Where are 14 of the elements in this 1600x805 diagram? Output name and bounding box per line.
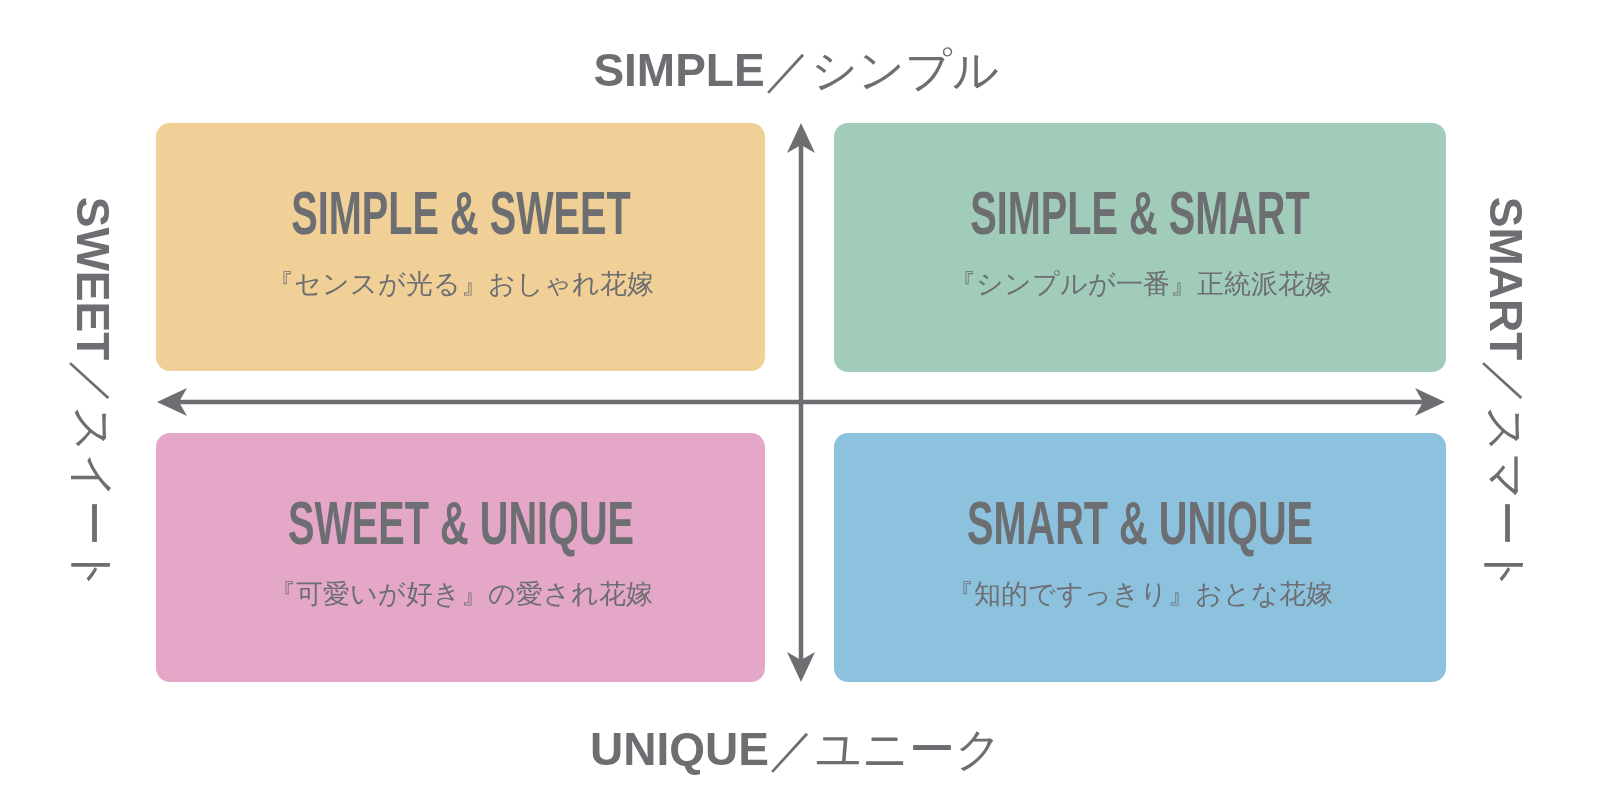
quadrant-box [156, 433, 765, 682]
quadrant-subtitle: 『シンプルが一番』正統派花嫁 [948, 267, 1332, 301]
quadrant-subtitle: 『センスが光る』おしゃれ花嫁 [267, 267, 654, 301]
quadrant-title: SIMPLE & SWEET [290, 182, 631, 244]
axis-label: SWEET／スイート [67, 196, 119, 594]
quadrant-subtitle: 『可愛いが好き』の愛され花嫁 [268, 577, 653, 611]
axis-label: SMART／スマート [1480, 196, 1532, 594]
quadrant-box [156, 123, 765, 371]
quadrant-title: SIMPLE & SMART [970, 182, 1310, 244]
axis-label: UNIQUE／ユニーク [590, 723, 1002, 775]
axis-label: SIMPLE／シンプル [593, 44, 999, 96]
quadrant-box [834, 123, 1446, 372]
quadrant-box [834, 433, 1446, 682]
quadrant-subtitle: 『知的ですっきり』おとな花嫁 [947, 577, 1333, 611]
